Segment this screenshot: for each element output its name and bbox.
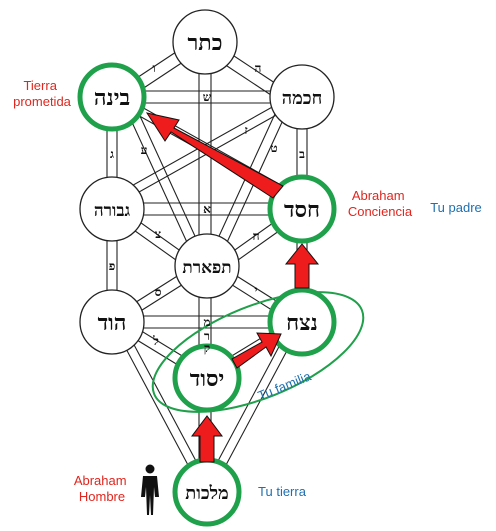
tiferet-label: תפארת	[182, 258, 231, 278]
keter-label: כתר	[188, 30, 223, 56]
netzach-circle	[267, 287, 337, 357]
yesod-circle	[172, 343, 242, 413]
tierra-prometida-line1: Tierra	[23, 78, 57, 93]
tierra-prometida-label: Tierra prometida	[13, 78, 72, 109]
path-letter: ה	[255, 61, 262, 75]
path-letter: ט	[270, 141, 277, 155]
path-letter: מ	[203, 315, 210, 329]
arrow-malchut-to-yesod	[191, 415, 223, 463]
sefirot-circles	[77, 9, 337, 527]
netzach-label: נצח	[286, 310, 318, 336]
yesod-label: יסוד	[190, 366, 225, 392]
sefirot-labels: כתר בינה חכמה גבורה חסד תפארת הוד נצח יס…	[94, 30, 322, 504]
binah-label: בינה	[94, 85, 130, 111]
path-letter: ו	[152, 61, 155, 75]
tu-padre-label: Tu padre	[430, 200, 482, 215]
family-ellipse	[151, 291, 365, 413]
arrow-yesod-to-netzach	[231, 332, 282, 369]
chesed-circle	[267, 174, 337, 244]
tiferet-circle	[174, 233, 240, 299]
path-letter: ק	[204, 341, 210, 355]
human-figure-icon	[141, 464, 159, 515]
path-letter: ע	[141, 143, 148, 157]
path-letter: ל	[152, 334, 159, 348]
keter-circle	[172, 9, 238, 75]
abraham-hombre-label: Abraham Hombre	[74, 473, 130, 504]
abraham-conciencia-line2: Conciencia	[348, 204, 413, 219]
binah-circle	[77, 62, 147, 132]
hod-label: הוד	[98, 310, 127, 336]
arrow-chesed-to-binah	[145, 112, 284, 199]
path-letter: ב	[299, 147, 305, 161]
path-letter: פ	[109, 259, 116, 273]
abraham-hombre-line1: Abraham	[74, 473, 127, 488]
path-letter: ס	[155, 285, 162, 299]
path-letter: א	[203, 202, 211, 216]
abraham-conciencia-line1: Abraham	[352, 188, 405, 203]
tu-tierra-label: Tu tierra	[258, 484, 307, 499]
path-letter: י	[254, 283, 257, 297]
chochmah-label: חכמה	[282, 88, 322, 109]
gevurah-circle	[79, 176, 145, 242]
abraham-conciencia-label: Abraham Conciencia	[348, 188, 413, 219]
malchut-label: מלכות	[185, 483, 228, 504]
chesed-label: חסד	[284, 197, 320, 223]
chochmah-circle	[269, 64, 335, 130]
path-letter: צ	[155, 227, 161, 241]
tierra-prometida-line2: prometida	[13, 94, 72, 109]
path-letter: ר	[204, 329, 210, 343]
path-letters: ו ה ש ג ע ב ט ז א צ ח פ ס י מ ל ר ק	[109, 61, 305, 355]
path-letter: ש	[203, 90, 212, 104]
gevurah-label: גבורה	[94, 201, 131, 221]
arrow-netzach-to-chesed	[284, 243, 320, 289]
path-letter: ח	[252, 229, 259, 243]
path-letter: ג	[110, 147, 114, 161]
abraham-hombre-line2: Hombre	[79, 489, 125, 504]
flow-arrows	[145, 112, 320, 463]
annotations: Tierra prometida Abraham Conciencia Tu p…	[13, 78, 482, 504]
hod-circle	[79, 289, 145, 355]
path-letter: ז	[244, 123, 248, 137]
